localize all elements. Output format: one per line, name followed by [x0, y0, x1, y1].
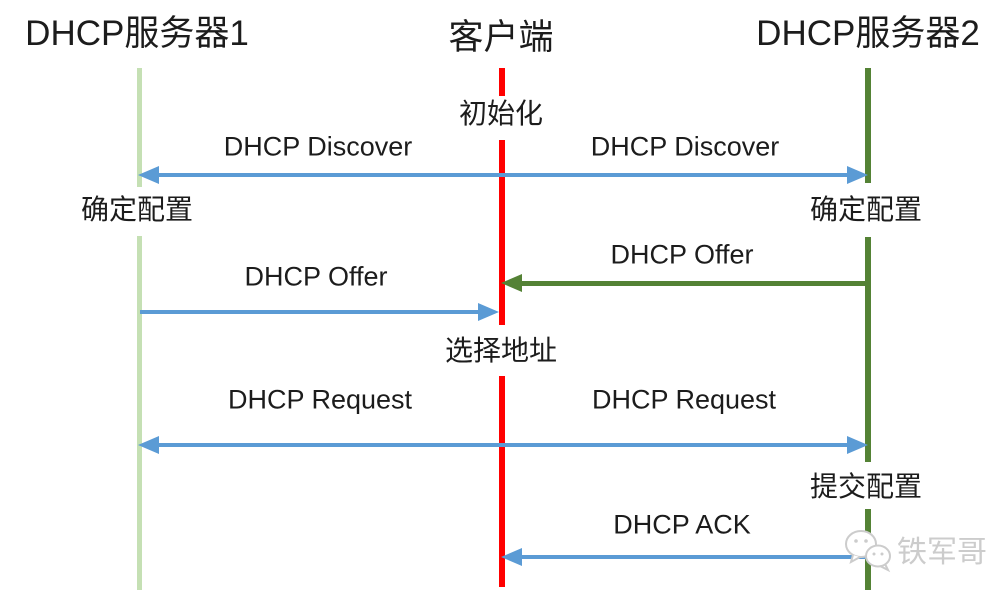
lifeline-client-segment: [499, 376, 505, 587]
arrowhead-left-icon: [138, 166, 159, 184]
state-label-init: 初始化: [458, 98, 544, 129]
watermark: 铁军哥: [843, 527, 987, 578]
actor-title-dhcp-server-2: DHCP服务器2: [756, 14, 980, 53]
discover-arrow: [138, 166, 868, 184]
lifeline-client-segment: [499, 68, 505, 96]
lifeline-server1-segment: [137, 68, 142, 187]
state-label-confirm-config-left: 确定配置: [80, 194, 194, 225]
discover-label-left: DHCP Discover: [223, 131, 413, 162]
lifeline-server2-segment: [865, 68, 871, 183]
arrowhead-right-icon: [478, 303, 499, 321]
offer-label-left: DHCP Offer: [244, 261, 388, 292]
arrowhead-left-icon: [501, 274, 522, 292]
actor-title-dhcp-server-1: DHCP服务器1: [25, 14, 249, 53]
actor-title-client: 客户端: [448, 18, 554, 57]
arrowhead-right-icon: [847, 166, 868, 184]
wechat-icon: [843, 527, 893, 578]
discover-label-right: DHCP Discover: [590, 131, 780, 162]
request-label-right: DHCP Request: [591, 384, 777, 415]
watermark-text: 铁军哥: [897, 535, 987, 569]
arrowhead-left-icon: [501, 548, 522, 566]
state-label-select-address: 选择地址: [444, 335, 558, 366]
ack-arrow: [501, 548, 868, 566]
ack-label: DHCP ACK: [613, 509, 751, 540]
arrowhead-right-icon: [847, 436, 868, 454]
request-arrow: [138, 436, 868, 454]
lifeline-client-segment: [499, 140, 505, 325]
request-label-left: DHCP Request: [227, 384, 413, 415]
lifeline-server2-segment: [865, 237, 871, 462]
state-label-commit-config: 提交配置: [809, 471, 923, 502]
state-label-confirm-config-right: 确定配置: [809, 194, 923, 225]
offer-from-server2-arrow: [501, 274, 868, 292]
offer-label-right: DHCP Offer: [610, 239, 754, 270]
lifeline-server1-segment: [137, 236, 142, 590]
arrowhead-left-icon: [138, 436, 159, 454]
offer-from-server1-arrow: [140, 303, 499, 321]
